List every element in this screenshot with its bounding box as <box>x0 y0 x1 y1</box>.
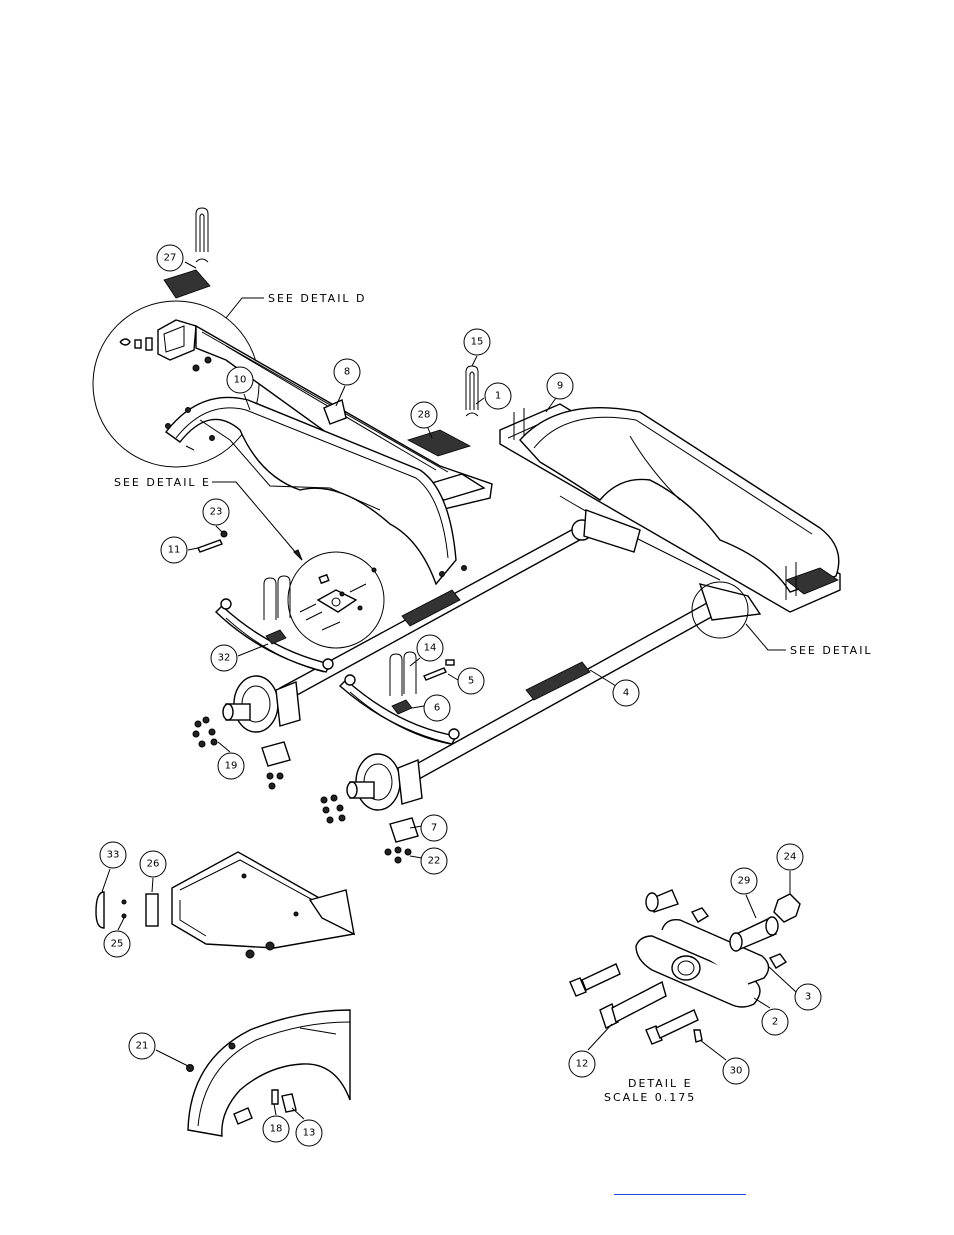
detail-e-circle <box>287 551 385 649</box>
bolt-11 <box>197 530 228 553</box>
callout-number: 27 <box>164 253 177 264</box>
callout-number: 30 <box>730 1066 743 1077</box>
callout-number: 18 <box>270 1124 283 1135</box>
callout-27: 27 <box>156 244 184 272</box>
callout-number: 1 <box>495 391 501 402</box>
callout-number: 22 <box>428 856 441 867</box>
callout-number: 2 <box>772 1017 778 1028</box>
callout-18: 18 <box>262 1115 290 1143</box>
callout-5: 5 <box>457 667 485 695</box>
callout-2: 2 <box>761 1008 789 1036</box>
callout-12: 12 <box>568 1050 596 1078</box>
callout-13: 13 <box>295 1119 323 1147</box>
footer-link[interactable] <box>614 1186 746 1195</box>
callout-number: 32 <box>218 653 231 664</box>
axle-lower: SEE DETAIL <box>400 581 873 785</box>
u-bolts-axle <box>263 575 417 715</box>
callout-33: 33 <box>99 841 127 869</box>
callout-23: 23 <box>202 498 230 526</box>
see-detail-d-label: SEE DETAIL D <box>268 292 367 305</box>
fender-detail <box>186 1009 351 1137</box>
u-bolt-15 <box>465 365 479 417</box>
detail-e-scale: SCALE 0.175 <box>604 1091 696 1104</box>
callout-number: 28 <box>418 410 431 421</box>
right-frame-assembly <box>499 403 841 613</box>
callout-number: 6 <box>434 703 440 714</box>
callout-number: 23 <box>210 507 223 518</box>
callout-22: 22 <box>420 847 448 875</box>
detail-d-enlarged <box>95 851 356 959</box>
callout-number: 29 <box>738 876 751 887</box>
callout-number: 24 <box>784 852 797 863</box>
callout-number: 3 <box>805 992 811 1003</box>
callout-28: 28 <box>410 401 438 429</box>
leader-lines <box>101 261 797 1120</box>
callout-number: 26 <box>147 859 160 870</box>
callout-7: 7 <box>420 814 448 842</box>
callout-11: 11 <box>160 536 188 564</box>
callout-bubbles: 2715198102823113214564197223326252429321… <box>99 244 822 1147</box>
callout-24: 24 <box>776 843 804 871</box>
callout-number: 4 <box>623 688 629 699</box>
callout-3: 3 <box>794 983 822 1011</box>
detail-d-circle <box>92 300 260 468</box>
hub-upper <box>222 675 301 767</box>
callout-21: 21 <box>128 1032 156 1060</box>
lug-nuts <box>192 716 412 864</box>
see-detail-d-leader: SEE DETAIL D <box>225 292 367 319</box>
callout-26: 26 <box>139 850 167 878</box>
callout-number: 10 <box>234 375 247 386</box>
leaf-spring-upper <box>214 598 334 673</box>
see-detail-e-label: SEE DETAIL E <box>114 476 211 489</box>
callout-10: 10 <box>226 366 254 394</box>
callout-number: 13 <box>303 1128 316 1139</box>
callout-number: 11 <box>168 545 181 556</box>
see-detail-e-leader: SEE DETAIL E <box>114 476 303 561</box>
callout-number: 25 <box>111 939 124 950</box>
callout-4: 4 <box>612 679 640 707</box>
callout-25: 25 <box>103 930 131 958</box>
callout-19: 19 <box>217 752 245 780</box>
callout-number: 5 <box>468 676 474 687</box>
callout-30: 30 <box>722 1057 750 1085</box>
callout-number: 19 <box>225 761 238 772</box>
callout-8: 8 <box>333 358 361 386</box>
callout-1: 1 <box>484 382 512 410</box>
callout-6: 6 <box>423 694 451 722</box>
callout-number: 21 <box>136 1041 149 1052</box>
callout-9: 9 <box>546 372 574 400</box>
detail-e-title: DETAIL E <box>628 1077 693 1090</box>
hub-lower <box>346 753 423 843</box>
u-bolt-top <box>163 207 211 299</box>
callout-number: 8 <box>344 367 350 378</box>
callout-number: 14 <box>424 643 437 654</box>
callout-number: 9 <box>557 381 563 392</box>
callout-number: 15 <box>471 337 484 348</box>
callout-32: 32 <box>210 644 238 672</box>
detail-e-enlarged: DETAIL E SCALE 0.175 <box>569 889 801 1104</box>
callout-14: 14 <box>416 634 444 662</box>
left-fender <box>165 396 467 586</box>
footer-link-underline <box>614 1194 746 1195</box>
see-detail-label: SEE DETAIL <box>790 644 873 657</box>
callout-number: 33 <box>107 850 120 861</box>
callout-number: 12 <box>576 1059 589 1070</box>
callout-29: 29 <box>730 867 758 895</box>
bolt-5 <box>423 659 455 681</box>
leaf-spring-lower <box>338 674 460 745</box>
callout-number: 7 <box>431 823 437 834</box>
callout-15: 15 <box>463 328 491 356</box>
